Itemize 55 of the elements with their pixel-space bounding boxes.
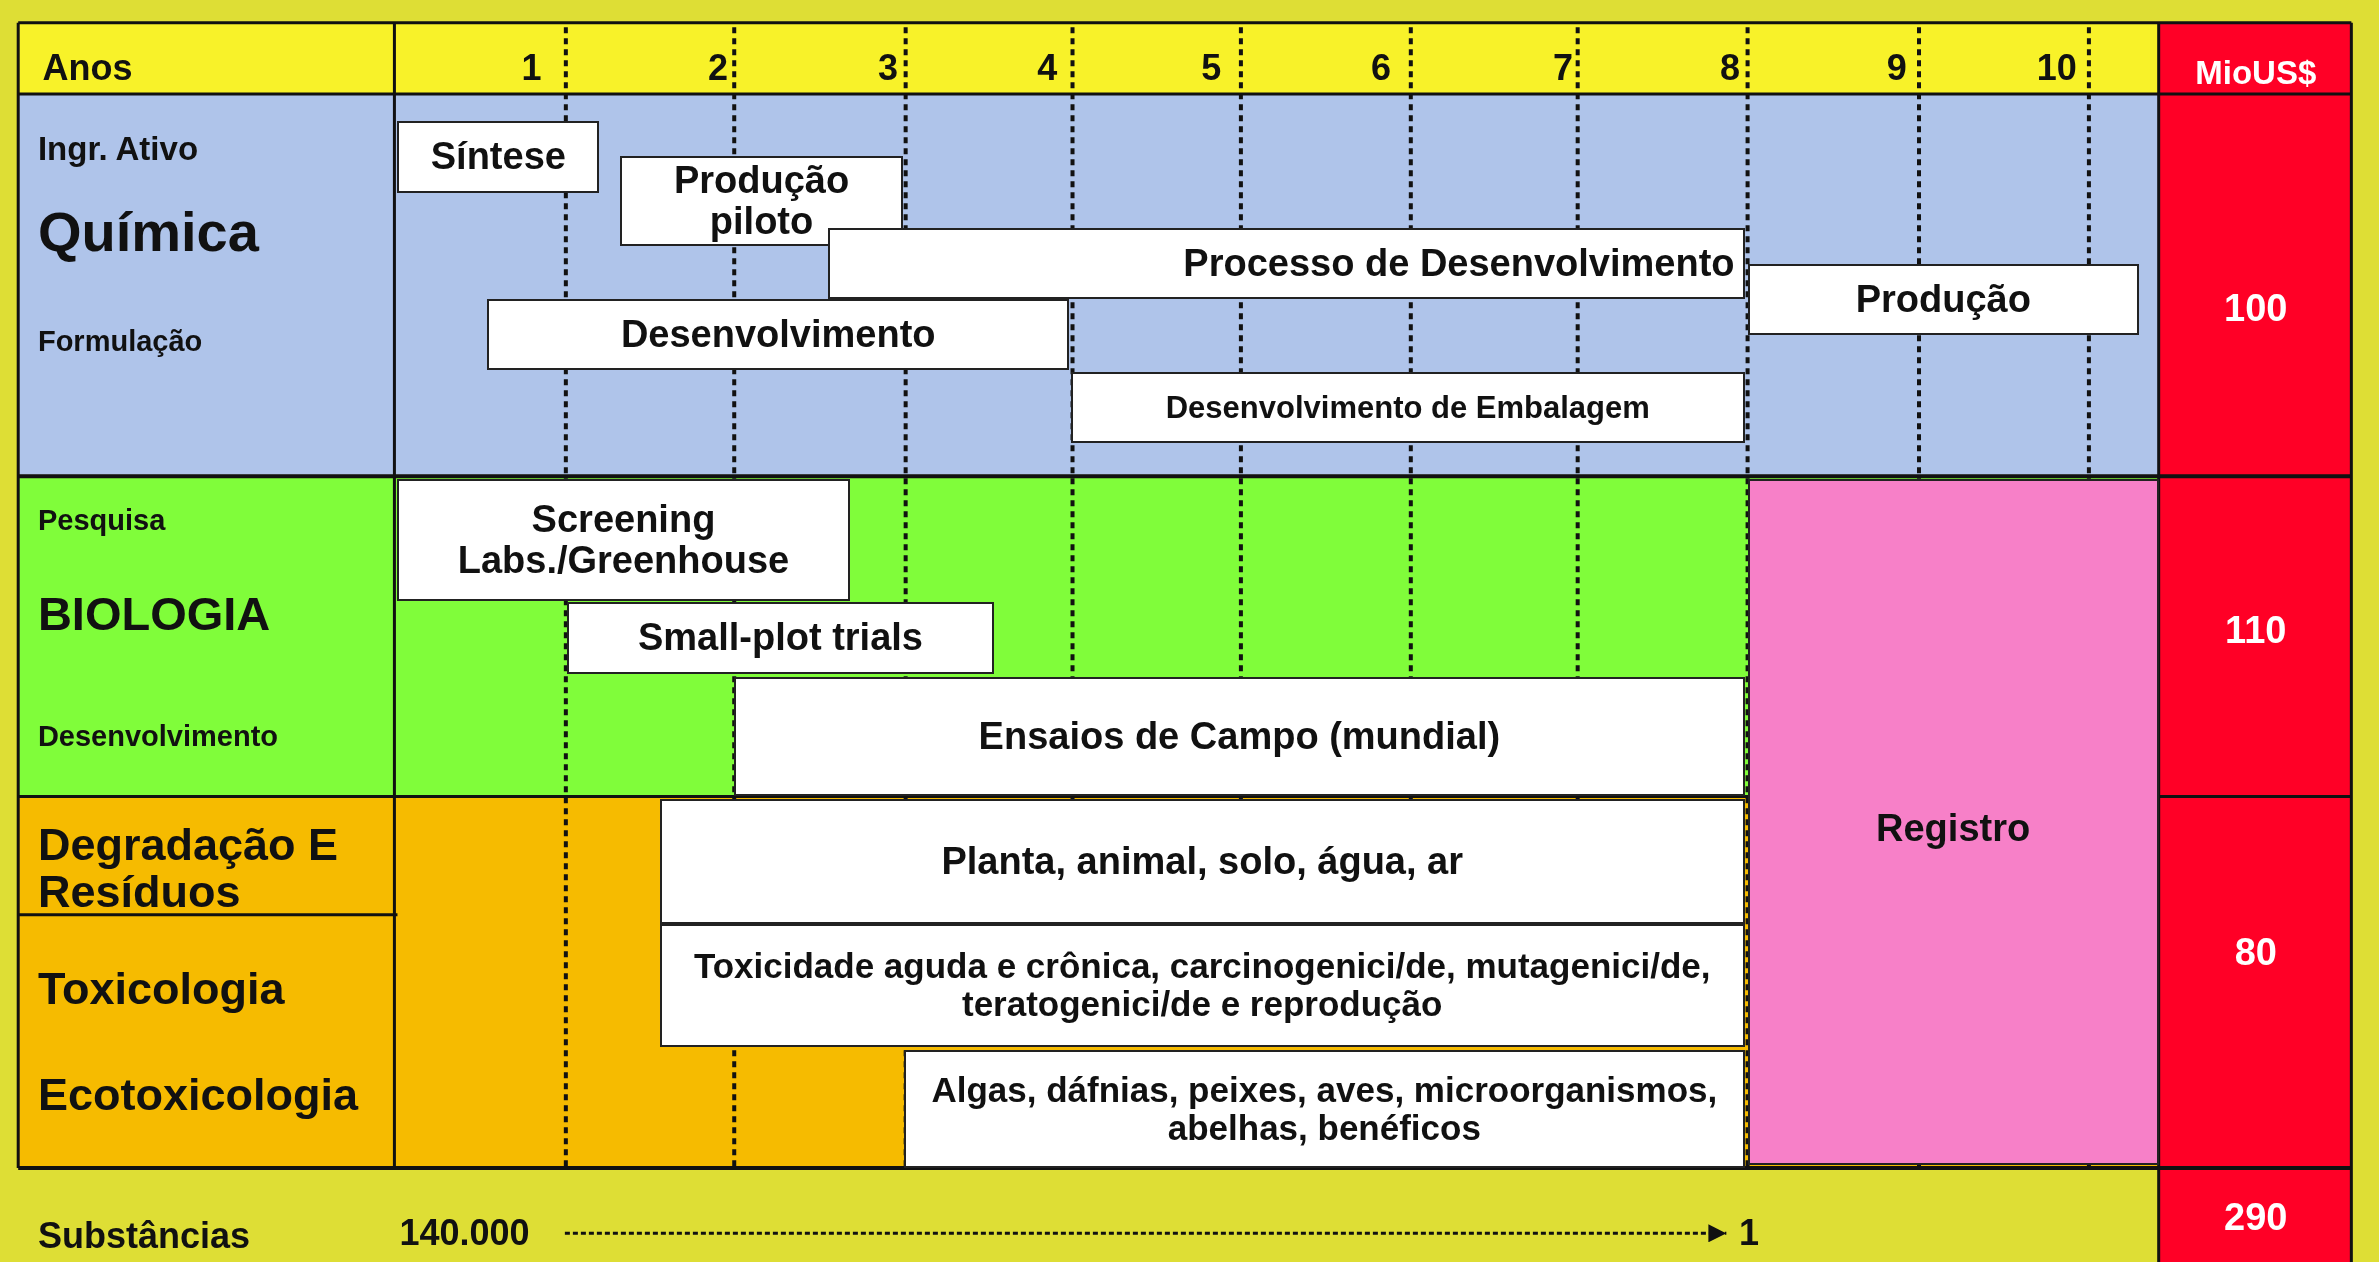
registration-band [1747,479,2159,1166]
task-label: Desenvolvimento de Embalagem [1165,390,1650,425]
count-text: 1 [1739,1213,1760,1253]
task-bar [904,1049,1745,1169]
row-label: Desenvolvimento [37,720,280,751]
year-number: 5 [1200,49,1222,88]
column-heading: MioUS$ [2194,55,2318,91]
task-bar [620,156,903,246]
row-heading: Ecotoxicologia [37,1071,360,1119]
year-number: 10 [2035,49,2077,88]
task-bar [659,799,1745,924]
task-label: Ensaios de Campo (mundial) [978,715,1501,757]
task-bar [397,121,600,193]
year-number: 3 [877,49,899,88]
count-text: 140.000 [399,1213,530,1253]
row-heading: Degradação E Resíduos [37,820,340,915]
task-label: Algas, dáfnias, peixes, aves, microorganismos, abelhas, benéficos [930,1071,1719,1147]
year-number: 7 [1552,49,1574,88]
task-label: Síntese [430,136,566,178]
column-heading: Anos [42,49,134,88]
year-number: 9 [1885,49,1907,88]
task-label: Screening Labs./Greenhouse [456,499,791,582]
task-label: Small-plot trials [637,617,923,659]
row-heading: BIOLOGIA [37,589,272,640]
task-label: Toxicidade aguda e crônica, carcinogenici/de, mutagenici/de, teratogenici/de e reprodução [692,947,1712,1024]
year-number: 2 [707,49,729,88]
task-label: Produção piloto [672,159,851,243]
task-label: Produção [1855,279,2031,321]
row-label: Pesquisa [37,505,167,536]
task-label: Processo de Desenvolvimento [1183,242,1735,284]
row-label: Formulação [37,326,204,357]
row-heading: Toxicologia [37,965,286,1013]
task-label: Planta, animal, solo, água, ar [941,841,1463,883]
year-number: 8 [1718,49,1740,88]
task-bar [567,602,994,674]
cost-value: 110 [2224,611,2288,651]
cost-value: 100 [2223,289,2289,330]
task-bar [486,298,1070,371]
task-bar [659,923,1745,1047]
task-bar [397,479,850,601]
task-bar [1071,371,1745,443]
row-heading: Química [37,202,261,262]
cost-value: 80 [2233,932,2278,973]
row-label: Substâncias [37,1217,251,1256]
year-number: 1 [520,49,542,88]
task-label: Desenvolvimento [620,313,936,355]
task-bar [1747,263,2139,336]
task-label: Registro [1876,807,2031,849]
task-bar [828,227,1745,299]
year-number: 6 [1370,49,1392,88]
cost-value: 290 [2223,1198,2289,1239]
dotted-arrow [564,1224,1727,1243]
row-label: Ingr. Ativo [37,131,200,166]
task-bar [734,676,1745,797]
year-number: 4 [1036,49,1058,88]
